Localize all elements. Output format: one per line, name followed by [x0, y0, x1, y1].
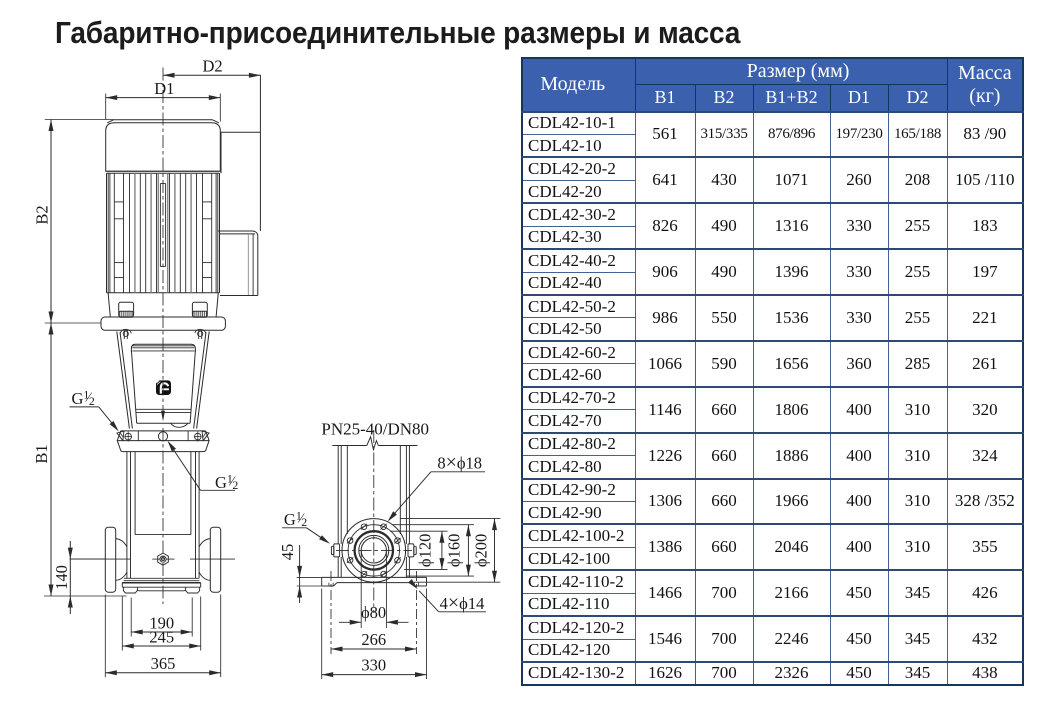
svg-text:245: 245	[149, 627, 174, 646]
svg-text:365: 365	[151, 654, 176, 673]
svg-text:ϕ120: ϕ120	[416, 534, 435, 567]
svg-text:G1⁄2: G1⁄2	[72, 388, 95, 408]
svg-text:8×ϕ18: 8×ϕ18	[437, 452, 482, 474]
svg-text:B1: B1	[32, 444, 51, 463]
svg-text:ϕ80: ϕ80	[361, 603, 386, 622]
svg-text:D1: D1	[154, 79, 174, 98]
svg-text:ϕ200: ϕ200	[471, 534, 490, 567]
svg-text:140: 140	[52, 565, 71, 590]
svg-text:ϕ160: ϕ160	[445, 534, 464, 567]
svg-text:4×ϕ14: 4×ϕ14	[440, 592, 485, 614]
svg-text:266: 266	[361, 630, 386, 649]
svg-text:B2: B2	[33, 205, 52, 224]
svg-text:PN25-40/DN80: PN25-40/DN80	[321, 420, 429, 439]
svg-text:G1⁄2: G1⁄2	[215, 472, 238, 492]
svg-text:45: 45	[278, 544, 297, 561]
svg-text:D2: D2	[203, 57, 223, 76]
svg-text:330: 330	[361, 656, 386, 675]
svg-text:190: 190	[149, 613, 174, 632]
svg-text:G1⁄2: G1⁄2	[284, 509, 307, 529]
